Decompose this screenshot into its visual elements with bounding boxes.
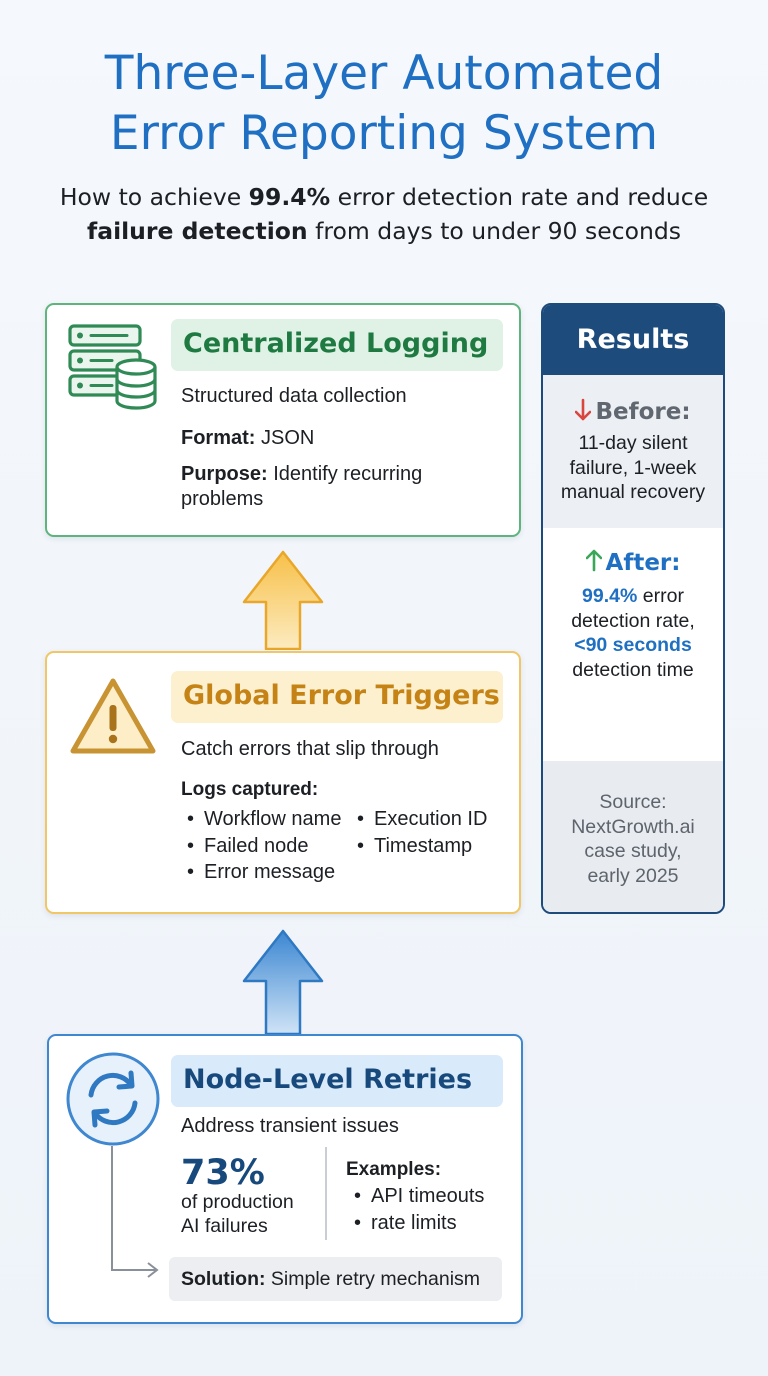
triggers-title: Global Error Triggers	[171, 671, 503, 723]
before-description: 11-day silent failure, 1-week manual rec…	[560, 432, 706, 503]
source-section: Source: NextGrowth.ai case study, early …	[543, 761, 723, 912]
list-item: Failed node	[182, 833, 341, 860]
detection-time-value: <90 seconds	[574, 634, 692, 656]
page-subtitle: How to achieve 99.4% error detection rat…	[0, 180, 768, 248]
title-line-2: Error Reporting System	[109, 106, 659, 161]
purpose-label: Purpose:	[181, 463, 268, 485]
purpose-value: Identify recurring problems	[181, 463, 423, 510]
subtitle-highlight-failure: failure detection	[86, 217, 308, 245]
list-item: Workflow name	[182, 806, 341, 833]
after-description: 99.4% error detection rate, <90 seconds …	[543, 584, 723, 682]
up-arrow-icon	[242, 929, 324, 1040]
logs-captured-label: Logs captured:	[181, 779, 319, 800]
server-database-icon	[67, 323, 159, 416]
solution-value: Simple retry mechanism	[265, 1268, 481, 1290]
logging-title: Centralized Logging	[171, 319, 503, 371]
after-heading: After:	[543, 548, 723, 580]
solution-label: Solution:	[181, 1268, 266, 1290]
retries-description: Address transient issues	[181, 1115, 399, 1137]
logging-purpose: Purpose: Identify recurring problems	[181, 462, 481, 512]
up-arrow-icon	[242, 550, 324, 655]
list-item: Execution ID	[352, 806, 487, 833]
down-arrow-icon	[575, 398, 592, 430]
up-arrow-icon	[585, 548, 602, 580]
logs-list-col2: Execution ID Timestamp	[352, 806, 487, 859]
after-label: After:	[605, 550, 681, 576]
failure-stat-value: 73%	[181, 1153, 265, 1193]
flow-connector-icon	[104, 1146, 164, 1291]
list-item: rate limits	[349, 1210, 484, 1237]
centralized-logging-card: Centralized Logging Structured data coll…	[45, 303, 521, 537]
list-item: API timeouts	[349, 1183, 484, 1210]
triggers-description: Catch errors that slip through	[181, 738, 439, 760]
retries-title: Node-Level Retries	[171, 1055, 503, 1107]
format-value: JSON	[255, 427, 315, 449]
logging-description: Structured data collection	[181, 385, 407, 407]
global-error-triggers-card: Global Error Triggers Catch errors that …	[45, 651, 521, 914]
refresh-icon	[65, 1051, 161, 1152]
node-level-retries-card: Node-Level Retries Address transient iss…	[47, 1034, 523, 1324]
list-item: Error message	[182, 859, 341, 886]
subtitle-text: How to achieve	[59, 183, 249, 211]
subtitle-text: from days to under 90 seconds	[307, 217, 682, 245]
results-panel: Results Before: 11-day silent failure, 1…	[541, 303, 725, 914]
examples-list: API timeouts rate limits	[349, 1183, 484, 1236]
detection-rate-value: 99.4%	[582, 585, 638, 607]
failure-stat-description: of production AI failures	[181, 1191, 294, 1237]
subtitle-highlight-rate: 99.4%	[248, 183, 331, 211]
divider	[325, 1147, 327, 1240]
after-section: After: 99.4% error detection rate, <90 s…	[543, 528, 723, 763]
warning-icon	[67, 675, 159, 764]
examples-label: Examples:	[346, 1159, 442, 1180]
before-label: Before:	[595, 399, 691, 425]
source-citation: Source: NextGrowth.ai case study, early …	[571, 791, 695, 887]
list-item: Timestamp	[352, 833, 487, 860]
page-title: Three-Layer Automated Error Reporting Sy…	[0, 44, 768, 164]
title-line-1: Three-Layer Automated	[104, 46, 664, 101]
results-header: Results	[543, 305, 723, 375]
before-section: Before: 11-day silent failure, 1-week ma…	[543, 375, 723, 528]
logging-format: Format: JSON	[181, 426, 314, 451]
format-label: Format:	[181, 427, 256, 449]
logs-list-col1: Workflow name Failed node Error message	[182, 806, 341, 886]
subtitle-text: error detection rate and reduce	[330, 183, 709, 211]
before-heading: Before:	[543, 397, 723, 430]
solution-box: Solution: Simple retry mechanism	[169, 1257, 502, 1301]
